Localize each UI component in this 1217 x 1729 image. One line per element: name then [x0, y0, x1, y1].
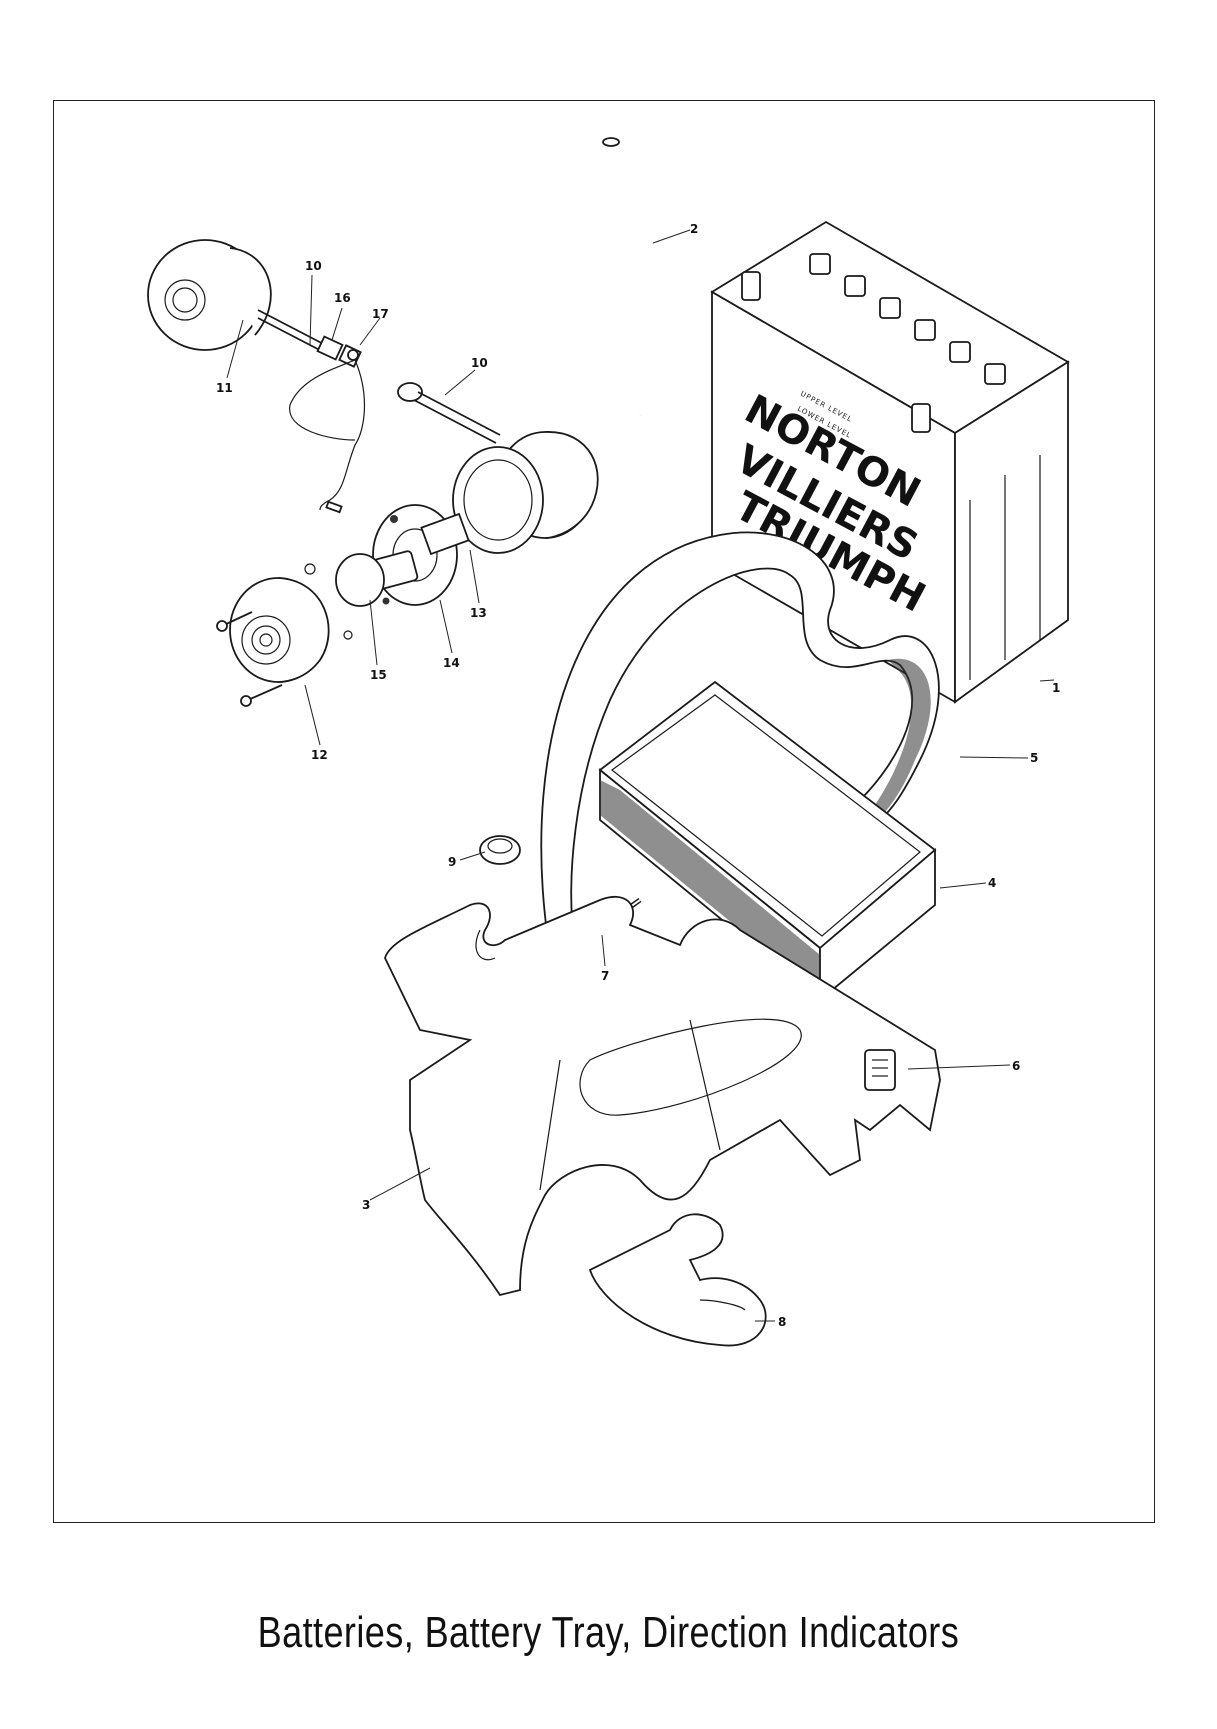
callout-1: 1	[1052, 681, 1060, 695]
callout-13: 13	[470, 606, 487, 620]
callout-numbers: 1 2 3 4 5 6 7 8 9 10 10 11 12 13 14 15 1…	[216, 222, 1060, 1329]
indicator-lamp-upper	[147, 239, 336, 359]
callout-14: 14	[443, 656, 460, 670]
indicator-stalk-lower	[397, 382, 501, 444]
battery: UPPER LEVEL LOWER LEVEL NORTON VILLIERS …	[710, 220, 1070, 704]
page-caption: Batteries, Battery Tray, Direction Indic…	[257, 1608, 960, 1657]
stalk-nuts	[316, 335, 362, 368]
callout-7: 7	[601, 969, 609, 983]
battery-cell-caps	[809, 253, 1006, 385]
callout-leaders	[226, 229, 1055, 1322]
callout-17: 17	[372, 307, 389, 321]
callout-12: 12	[311, 748, 328, 762]
callout-9: 9	[448, 855, 456, 869]
callout-11: 11	[216, 381, 233, 395]
callout-16: 16	[334, 291, 351, 305]
callout-15: 15	[370, 668, 387, 682]
diagram-frame	[53, 100, 1155, 1523]
callout-3: 3	[362, 1198, 370, 1212]
battery-carrier	[384, 895, 941, 1347]
indicator-wiring	[289, 359, 365, 514]
bulb	[335, 550, 419, 607]
battery-terminal	[741, 271, 761, 301]
lamp-housing	[452, 431, 599, 554]
callout-10-lower: 10	[471, 356, 488, 370]
callout-8: 8	[778, 1315, 786, 1329]
clip-nut	[864, 1049, 896, 1091]
vent-tube	[539, 137, 659, 418]
rubber-grommet	[479, 835, 521, 865]
indicator-lens	[216, 563, 353, 707]
callout-6: 6	[1012, 1059, 1020, 1073]
battery-tray	[598, 680, 937, 1002]
callout-4: 4	[988, 876, 996, 890]
battery-terminal	[911, 403, 931, 433]
callout-2: 2	[690, 222, 698, 236]
bulb-holder	[372, 504, 470, 606]
callout-10-upper: 10	[305, 259, 322, 273]
callout-5: 5	[1030, 751, 1038, 765]
